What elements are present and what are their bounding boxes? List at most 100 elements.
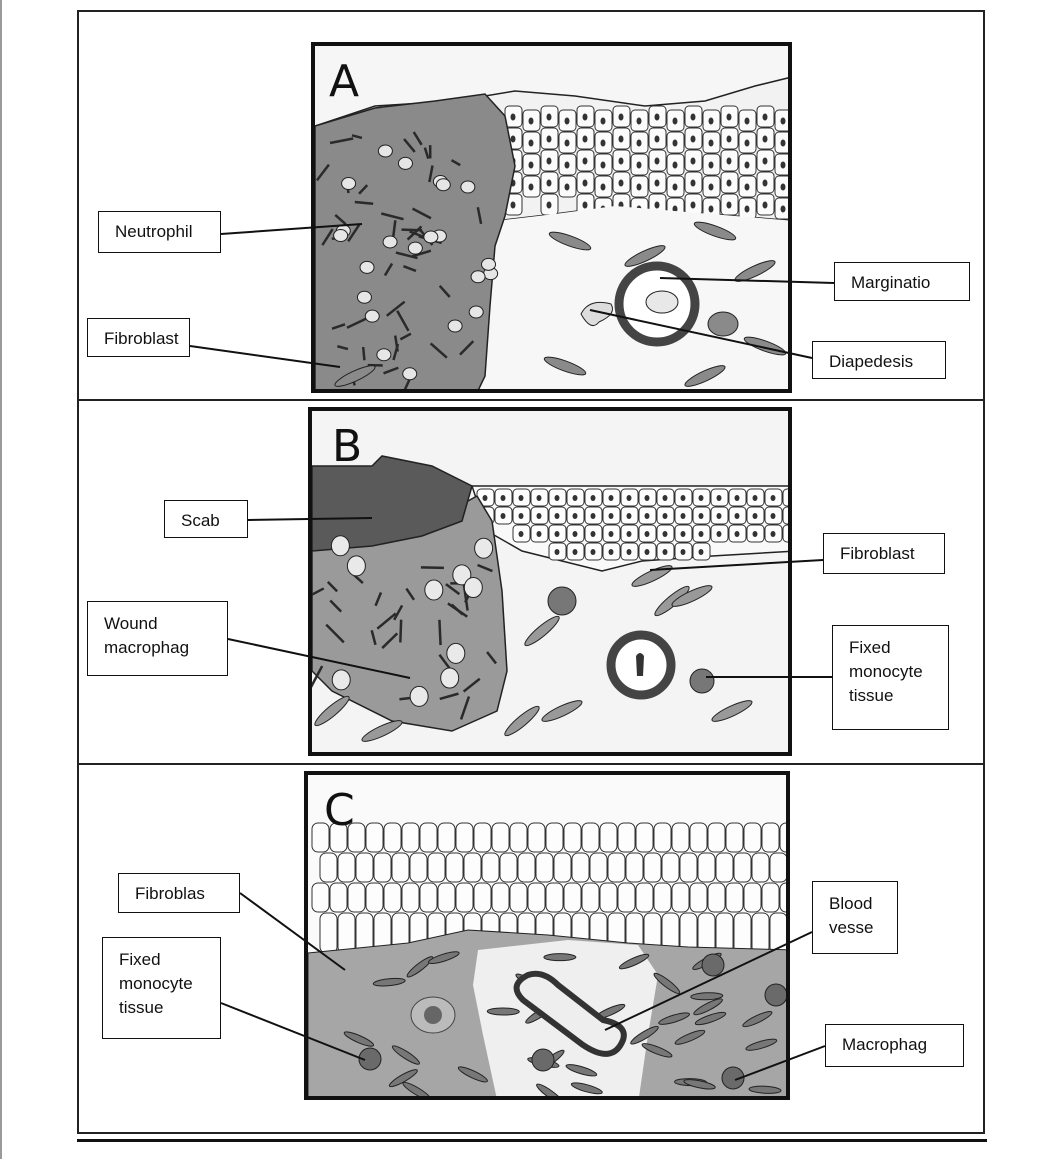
cell-nucleus [672,205,678,213]
cell-nucleus [572,495,578,501]
panel-letter-c: C [324,785,355,836]
macrophage-cell [701,953,725,977]
fibroblast-cell [372,977,406,987]
cell-nucleus [789,531,793,537]
epithelial-cell [715,912,734,954]
cell-nucleus [662,513,668,519]
epithelial-cell [527,822,546,853]
fibroblast-cell [314,695,350,727]
cell-nucleus [752,531,758,537]
label-neutrophil: Neutrophil [98,211,221,253]
cell-nucleus [726,113,732,121]
epithelial-cell [671,822,690,853]
epithelial-cell [751,912,770,954]
neutrophil-cell [333,228,349,242]
cell-nucleus [654,201,660,209]
epithelial-cell [563,822,582,853]
cell-nucleus [554,513,560,519]
fibrin-strand [445,583,461,596]
cell-nucleus [752,495,758,501]
fibroblast-cell [361,720,403,742]
epithelial-cell [419,882,438,913]
epithelial-cell [401,822,420,853]
fibrin-strand [439,692,459,701]
cell-nucleus [770,531,776,537]
fibrin-strand [450,603,464,616]
cell-nucleus [654,113,660,121]
cell-nucleus [762,135,768,143]
cell-nucleus [698,531,704,537]
epithelial-cell [563,882,582,913]
cell-nucleus [582,113,588,121]
cell-nucleus [546,157,552,165]
panel-letter-b: B [332,421,363,472]
cell-nucleus [536,495,542,501]
cell-nucleus [582,201,588,209]
epithelial-cell [419,822,438,853]
cell-nucleus [690,179,696,187]
epithelial-cell [653,882,672,913]
cell-nucleus [716,513,722,519]
fibroblast-cell [565,1064,598,1077]
macrophages-b [330,535,494,707]
cell-nucleus [770,495,776,501]
fibroblast-cell [711,700,753,722]
cell-nucleus [662,495,668,501]
label-macrophag: Macrophag [825,1024,964,1067]
label-blood-vesse-text: Blood vesse [829,894,874,937]
epithelial-cell [445,852,464,883]
macrophage-cell [721,1066,745,1090]
wound-macrophage-cell [346,555,366,577]
panel-a-illustration [315,77,788,389]
label-fixed-monocyte-c-text: Fixed monocyte tissue [119,950,193,1017]
fibrin-strand [429,342,448,359]
epithelial-cell [689,822,708,853]
cell-nucleus [698,495,704,501]
neutrophil-cell [356,290,372,304]
cell-nucleus [680,513,686,519]
cell-nucleus [536,513,542,519]
cell-nucleus [618,157,624,165]
neutrophil-cell [460,180,476,194]
epithelial-cell [553,852,572,883]
label-scab: Scab [164,500,248,538]
panel-letter-a: A [329,56,360,107]
cell-nucleus [546,113,552,121]
cell-nucleus [536,531,542,537]
cell-nucleus [572,531,578,537]
page-edge-rule [0,0,2,1159]
fibroblast-cell [683,1079,716,1090]
fibroblast-cell [406,956,434,978]
cell-nucleus [528,183,534,191]
cell-nucleus [564,161,570,169]
cell-nucleus [626,549,632,555]
wound-macrophage-cell [446,642,466,664]
epithelial-cell [347,822,366,853]
epithelial-cell [455,882,474,913]
epithelial-cell [383,822,402,853]
fibrin-strand [476,206,483,225]
cell-nucleus [716,495,722,501]
fibroblast-cell [391,1045,420,1065]
fibroblast-cell [543,356,587,376]
cell-nucleus [789,495,793,501]
cell-nucleus [510,201,516,209]
fibrin-strand [315,163,330,182]
cell-nucleus [582,135,588,143]
cell-nucleus [762,157,768,165]
cell-nucleus [780,205,786,213]
fibroblast-cell [641,1043,673,1058]
epithelial-cell [769,912,786,954]
fibroblast-cell [457,1066,488,1083]
label-diapedesis: Diapedesis [812,341,946,379]
cell-nucleus [644,495,650,501]
epithelial-cell [319,852,338,883]
cell-nucleus [672,139,678,147]
epithelial-cell [347,882,366,913]
cell-nucleus [554,531,560,537]
epithelial-cell [635,822,654,853]
epithelial-cell [679,852,698,883]
epithelial-cell [625,852,644,883]
cell-nucleus [734,513,740,519]
cell-nucleus [590,495,596,501]
